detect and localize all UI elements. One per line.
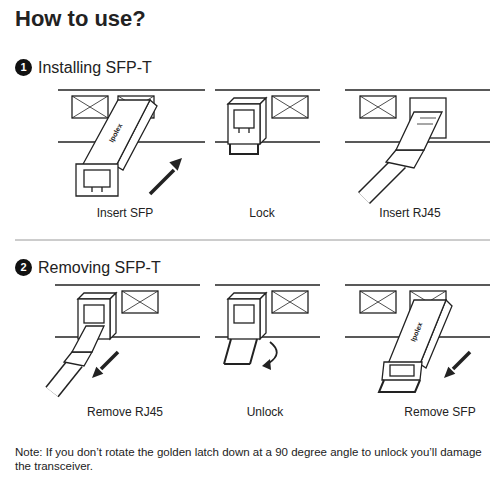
step-number: 2 bbox=[15, 259, 32, 276]
step-number-text: 2 bbox=[20, 261, 26, 273]
step-caption: Remove SFP bbox=[404, 405, 475, 419]
section-heading: Installing SFP-T bbox=[38, 58, 152, 77]
section-heading: Removing SFP-T bbox=[38, 258, 161, 277]
step-caption: Insert RJ45 bbox=[379, 206, 440, 220]
step-caption: Unlock bbox=[247, 405, 284, 419]
insert-sfp-figure bbox=[58, 90, 205, 196]
insert-rj45-figure bbox=[345, 90, 490, 198]
lock-figure bbox=[215, 90, 320, 154]
step-number-text: 1 bbox=[20, 61, 26, 73]
remove-sfp-figure bbox=[345, 285, 490, 392]
step-caption: Lock bbox=[249, 206, 274, 220]
step-caption: Remove RJ45 bbox=[87, 405, 163, 419]
remove-rj45-figure bbox=[52, 285, 200, 392]
note-text: Note: If you don’t rotate the golden lat… bbox=[15, 446, 487, 474]
step-number: 1 bbox=[15, 59, 32, 76]
step-caption: Insert SFP bbox=[97, 206, 154, 220]
unlock-figure bbox=[215, 285, 320, 370]
page-title: How to use? bbox=[15, 6, 146, 32]
